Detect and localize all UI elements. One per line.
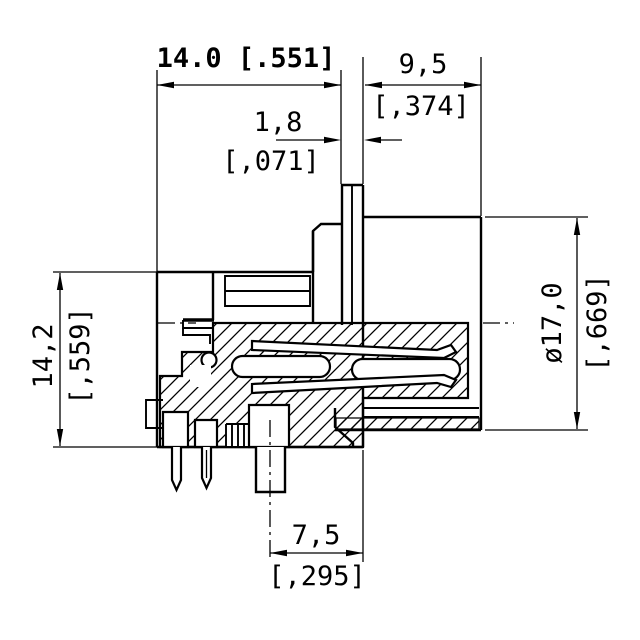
arrowhead-right xyxy=(346,549,363,557)
center-post-channel xyxy=(247,403,291,449)
shell-bottom-plate-hatch xyxy=(335,417,480,430)
left-pocket xyxy=(190,365,211,387)
dimension-label-front-depth-imperial: [,374] xyxy=(372,91,470,122)
arrowhead-bottom xyxy=(56,429,64,446)
dimension-label-shell-diameter-imperial: [,669] xyxy=(582,274,613,372)
dimension-label-pin-offset-metric: 7,5 xyxy=(292,520,341,551)
arrowhead-top xyxy=(573,218,581,235)
contact-spring-blade-lower xyxy=(250,373,458,395)
dimension-label-housing-width: 14.0 [.551] xyxy=(157,43,336,74)
internal-slot-upper xyxy=(224,275,311,307)
dimension-tab-width: 1,8 [,071] xyxy=(222,107,402,177)
arrowhead-bottom xyxy=(573,412,581,429)
dimension-housing-width: 14.0 [.551] xyxy=(156,43,342,272)
dimension-shell-diameter: ø17,0 [,669] xyxy=(485,216,613,431)
centerlines xyxy=(158,322,514,562)
dimension-label-housing-height-imperial: [,559] xyxy=(65,307,96,405)
arrowhead-left-pointing xyxy=(364,136,381,144)
dimension-label-tab-width-imperial: [,071] xyxy=(222,146,320,177)
housing-raised-block xyxy=(311,222,342,272)
dimension-label-tab-width-metric: 1,8 xyxy=(254,107,303,138)
dimension-label-front-depth-metric: 9,5 xyxy=(399,49,448,80)
arrowhead-right xyxy=(324,81,341,89)
female-contact-slot-1 xyxy=(230,354,332,379)
left-step-box xyxy=(145,399,163,429)
solder-pin-1-body xyxy=(170,447,183,493)
connector-cross-section xyxy=(145,183,483,494)
arrowhead-left xyxy=(365,81,382,89)
arrowhead-left xyxy=(270,549,287,557)
solder-lug-step xyxy=(182,328,211,344)
arrowhead-top xyxy=(56,273,64,290)
dimension-label-housing-height-metric: 14,2 xyxy=(28,323,59,388)
solder-pin-2 xyxy=(200,447,213,491)
pin-holder-box-2 xyxy=(193,418,219,449)
grounding-tab xyxy=(340,183,363,325)
pin-holder-box-1 xyxy=(161,410,190,449)
arrowhead-left xyxy=(157,81,174,89)
dimension-housing-height: 14,2 [,559] xyxy=(28,271,157,448)
dimension-pin-offset: 7,5 [,295] xyxy=(268,450,366,592)
dimension-label-pin-offset-imperial: [,295] xyxy=(268,561,366,592)
dimension-label-shell-diameter-metric: ø17,0 xyxy=(537,282,568,363)
arrowhead-right-pointing xyxy=(324,136,341,144)
contact-spring-blade-upper xyxy=(250,339,458,360)
shell-mount-bracket xyxy=(333,408,355,447)
dimension-front-depth: 9,5 [,374] xyxy=(362,49,482,216)
solder-pin-1 xyxy=(170,447,183,493)
arrowhead-right xyxy=(464,81,481,89)
